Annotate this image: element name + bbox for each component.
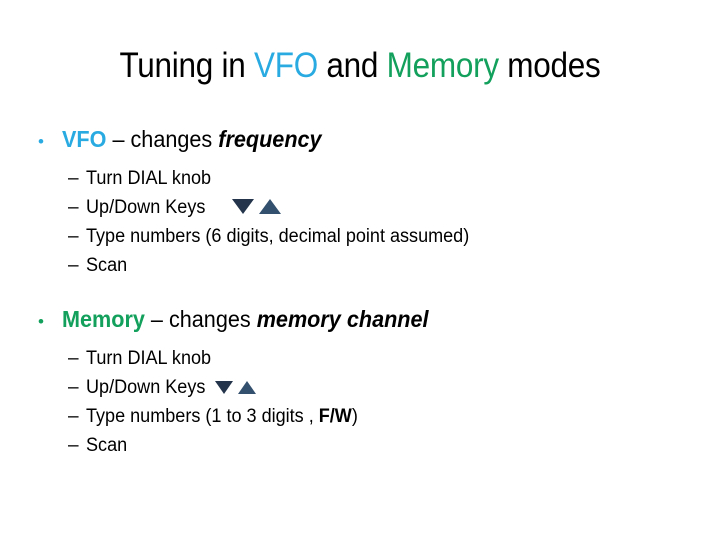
bullet-separator: – <box>144 306 169 332</box>
bullet-dot-icon: • <box>38 132 44 151</box>
dash-icon: – <box>68 255 79 276</box>
bullet-item-vfo: • VFO – changes frequency <box>38 122 698 159</box>
triangle-down-icon[interactable] <box>214 381 233 394</box>
dash-icon: – <box>68 348 79 369</box>
updown-key-icons-vfo <box>231 199 281 214</box>
bullet-keyword-vfo: VFO <box>62 126 107 152</box>
bullet-body: changes <box>130 126 219 152</box>
dash-icon: – <box>68 377 79 398</box>
dash-icon: – <box>68 435 79 456</box>
sub-item-label-post: ) <box>351 406 358 427</box>
dash-icon: – <box>68 226 79 247</box>
sub-item-label: Scan <box>86 435 128 456</box>
sub-item-updown-keys-memory: – Up/Down Keys <box>38 373 698 402</box>
sub-item-label: Type numbers (6 digits, decimal point as… <box>86 226 470 247</box>
sub-item-label: Type numbers (1 to 3 digits , F/W) <box>86 402 358 431</box>
sub-item-label: Turn DIAL knob <box>86 168 212 189</box>
dash-icon: – <box>68 197 79 218</box>
triangle-up-icon[interactable] <box>258 199 281 214</box>
title-prefix: Tuning in <box>119 46 254 85</box>
bullet-keyword-memory: Memory <box>62 306 145 332</box>
sub-item-label: Turn DIAL knob <box>86 348 212 369</box>
page-title: Tuning in VFO and Memory modes <box>36 45 684 87</box>
sub-item-label-bold-fw: F/W <box>318 406 352 427</box>
bullet-separator: – <box>106 126 131 152</box>
sub-item-turn-dial-knob-vfo: – Turn DIAL knob <box>38 164 698 193</box>
sub-item-label: Up/Down Keys <box>86 197 206 218</box>
title-middle: and <box>317 46 387 85</box>
sub-item-updown-keys-vfo: – Up/Down Keys <box>38 193 698 222</box>
updown-key-icons-memory <box>214 381 256 394</box>
title-suffix: modes <box>498 46 601 85</box>
dash-icon: – <box>68 406 79 427</box>
bullet-emphasis-memory-channel: memory channel <box>256 306 429 332</box>
triangle-down-icon[interactable] <box>231 199 254 214</box>
slide-body: • VFO – changes frequency – Turn DIAL kn… <box>38 122 698 460</box>
bullet-item-memory: • Memory – changes memory channel <box>38 302 698 339</box>
bullet-text-vfo: VFO – changes frequency <box>62 122 322 156</box>
bullet-body: changes <box>168 306 257 332</box>
bullet-emphasis-frequency: frequency <box>218 126 322 152</box>
title-keyword-vfo: VFO <box>253 46 318 85</box>
sub-item-type-numbers-vfo: – Type numbers (6 digits, decimal point … <box>38 222 698 251</box>
sub-item-turn-dial-knob-memory: – Turn DIAL knob <box>38 344 698 373</box>
sub-item-scan-memory: – Scan <box>38 431 698 460</box>
sub-item-label: Up/Down Keys <box>86 377 206 398</box>
title-keyword-memory: Memory <box>386 46 499 85</box>
dash-icon: – <box>68 168 79 189</box>
sub-item-label: Scan <box>86 255 128 276</box>
sub-item-type-numbers-memory: – Type numbers (1 to 3 digits , F/W) <box>38 402 698 431</box>
bullet-text-memory: Memory – changes memory channel <box>62 302 429 336</box>
sub-item-label-pre: Type numbers (1 to 3 digits , <box>86 406 319 427</box>
bullet-dot-icon: • <box>38 312 44 331</box>
sub-item-scan-vfo: – Scan <box>38 251 698 280</box>
triangle-up-icon[interactable] <box>237 381 256 394</box>
